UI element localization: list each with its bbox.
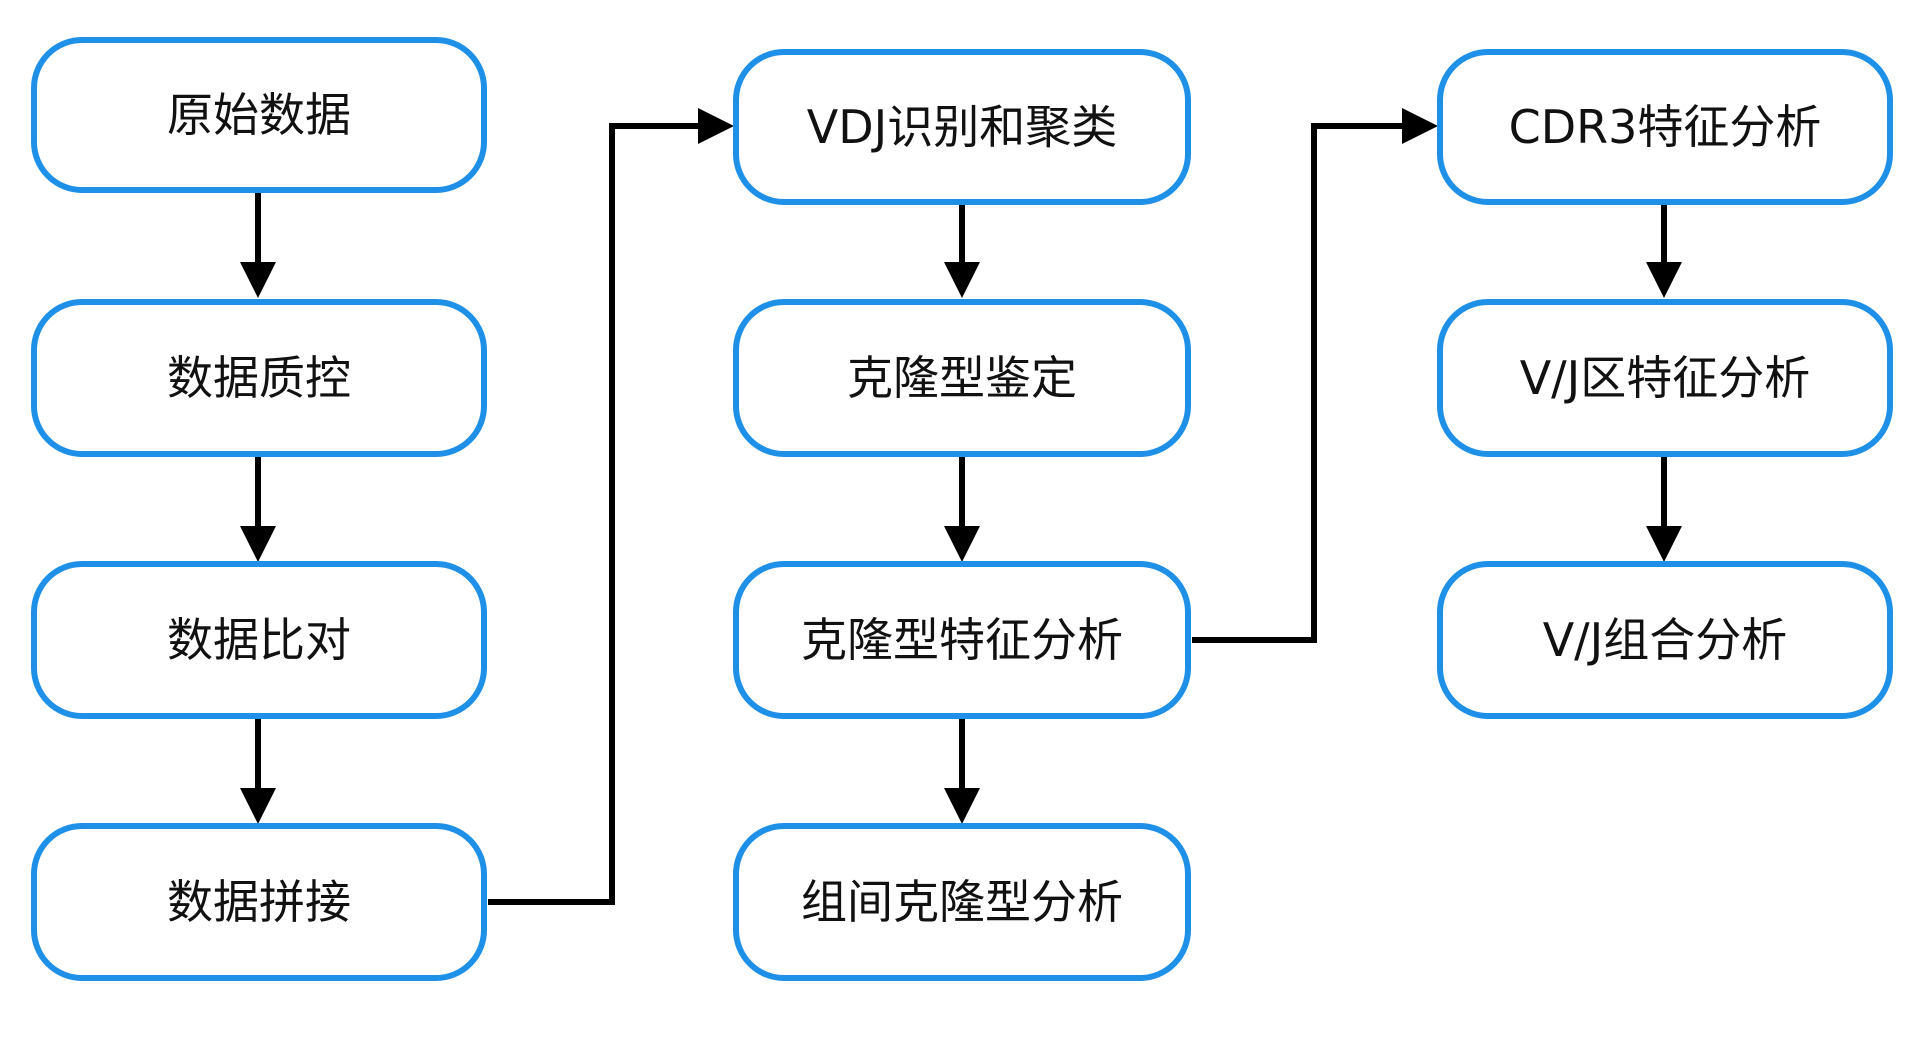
node-box xyxy=(733,823,1191,981)
node-box xyxy=(733,299,1191,457)
node-box xyxy=(1437,561,1893,719)
edge-data-merge-to-vdj-cluster xyxy=(488,108,734,905)
node-label: 数据比对 xyxy=(167,613,351,667)
node-box xyxy=(733,561,1191,719)
node-box xyxy=(733,49,1191,205)
node-box xyxy=(31,37,487,193)
node-label: 数据质控 xyxy=(167,351,351,405)
node-label: CDR3特征分析 xyxy=(1509,100,1822,154)
node-box xyxy=(1437,49,1893,205)
node-clonotype-id: 克隆型鉴定 xyxy=(733,299,1191,457)
node-vj-combo: V/J组合分析 xyxy=(1437,561,1893,719)
node-data-align: 数据比对 xyxy=(31,561,487,719)
edge-data-align-to-data-merge xyxy=(240,716,276,824)
node-vdj-cluster: VDJ识别和聚类 xyxy=(733,49,1191,205)
edge-vj-feature-to-vj-combo xyxy=(1646,454,1682,562)
node-box xyxy=(31,561,487,719)
node-label: 数据拼接 xyxy=(167,875,351,929)
edge-data-qc-to-data-align xyxy=(240,454,276,562)
node-raw-data: 原始数据 xyxy=(31,37,487,193)
node-label: V/J组合分析 xyxy=(1543,613,1788,667)
edge-clonotype-id-to-clonotype-feature xyxy=(944,454,980,562)
node-label: V/J区特征分析 xyxy=(1520,351,1811,405)
node-data-merge: 数据拼接 xyxy=(31,823,487,981)
node-label: 克隆型特征分析 xyxy=(801,613,1123,667)
node-cdr3-feature: CDR3特征分析 xyxy=(1437,49,1893,205)
node-box xyxy=(1437,299,1893,457)
edge-clonotype-feature-to-group-clonotype xyxy=(944,716,980,824)
node-group-clonotype: 组间克隆型分析 xyxy=(733,823,1191,981)
node-label: 组间克隆型分析 xyxy=(801,875,1123,929)
node-vj-feature: V/J区特征分析 xyxy=(1437,299,1893,457)
edge-cdr3-feature-to-vj-feature xyxy=(1646,202,1682,298)
node-data-qc: 数据质控 xyxy=(31,299,487,457)
edges xyxy=(240,108,1682,905)
edge-vdj-cluster-to-clonotype-id xyxy=(944,202,980,298)
node-label: VDJ识别和聚类 xyxy=(807,100,1117,154)
edge-raw-data-to-data-qc xyxy=(240,190,276,298)
edge-clonotype-feature-to-cdr3-feature xyxy=(1192,108,1438,643)
node-clonotype-feature: 克隆型特征分析 xyxy=(733,561,1191,719)
nodes: 原始数据 数据质控 数据比对 数据拼接 VDJ识别和聚类 克隆型鉴定 克隆型特征… xyxy=(31,37,1893,981)
node-box xyxy=(31,299,487,457)
node-label: 原始数据 xyxy=(167,88,351,142)
node-box xyxy=(31,823,487,981)
node-label: 克隆型鉴定 xyxy=(847,351,1077,405)
